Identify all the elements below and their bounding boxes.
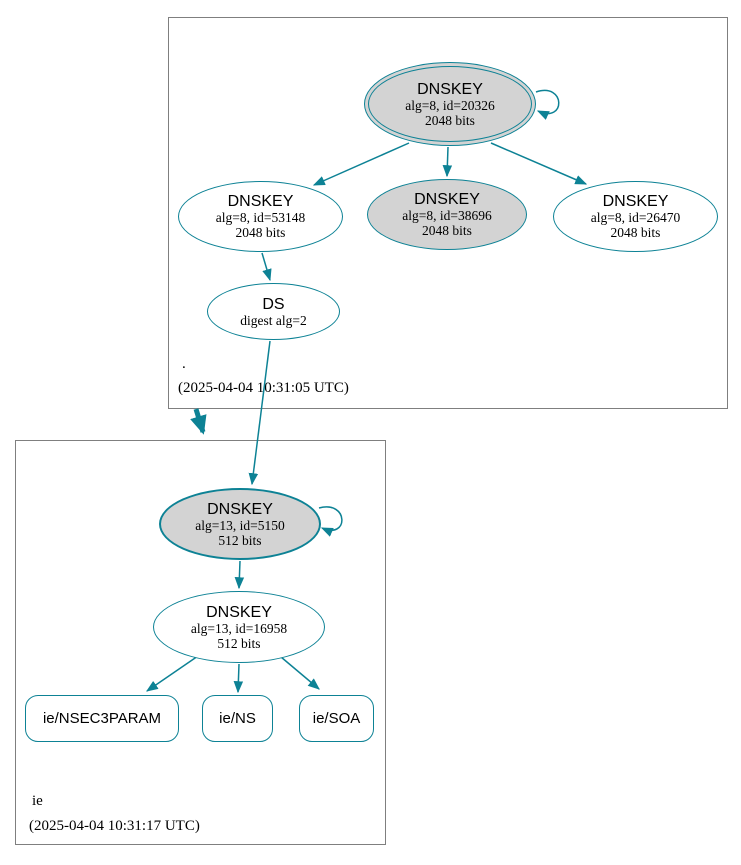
zone-timestamp-ie: (2025-04-04 10:31:17 UTC): [29, 818, 200, 834]
dnskey-16958-bits: 512 bits: [217, 635, 261, 651]
rrset-ie-soa[interactable]: ie/SOA: [299, 695, 374, 742]
rrset-ie-nsec3param[interactable]: ie/NSEC3PARAM: [25, 695, 179, 742]
dnskey-5150-title: DNSKEY: [207, 500, 273, 518]
zone-box-root: [168, 17, 728, 409]
ds-title: DS: [262, 295, 285, 313]
dnskey-20326-alg: alg=8, id=20326: [405, 97, 495, 113]
dnskey-node-20326[interactable]: DNSKEY alg=8, id=20326 2048 bits: [364, 62, 536, 146]
zone-timestamp-root: (2025-04-04 10:31:05 UTC): [178, 380, 349, 396]
dnskey-16958-title: DNSKEY: [206, 603, 272, 621]
zone-box-ie: [15, 440, 386, 845]
rrset-ie-ns[interactable]: ie/NS: [202, 695, 273, 742]
zone-name-ie: ie: [32, 793, 43, 809]
dnskey-20326-bits: 2048 bits: [425, 112, 475, 128]
dnskey-38696-alg: alg=8, id=38696: [402, 208, 492, 223]
rrset-ie-ns-label: ie/NS: [219, 710, 256, 727]
dnskey-20326-title: DNSKEY: [417, 80, 483, 98]
dnskey-5150-alg: alg=13, id=5150: [195, 517, 285, 533]
dnskey-node-53148[interactable]: DNSKEY alg=8, id=53148 2048 bits: [178, 181, 343, 252]
dnskey-53148-bits: 2048 bits: [235, 225, 286, 240]
dnskey-38696-bits: 2048 bits: [422, 223, 472, 238]
dnskey-38696-title: DNSKEY: [414, 191, 480, 208]
dnskey-node-26470[interactable]: DNSKEY alg=8, id=26470 2048 bits: [553, 181, 718, 252]
dnskey-26470-bits: 2048 bits: [610, 225, 661, 240]
dnskey-node-5150[interactable]: DNSKEY alg=13, id=5150 512 bits: [159, 488, 321, 560]
dnskey-16958-alg: alg=13, id=16958: [190, 620, 288, 636]
dnskey-node-16958[interactable]: DNSKEY alg=13, id=16958 512 bits: [153, 591, 325, 663]
dnskey-53148-title: DNSKEY: [227, 193, 294, 210]
dnskey-26470-title: DNSKEY: [602, 193, 669, 210]
zone-name-root: .: [182, 356, 186, 372]
ds-node[interactable]: DS digest alg=2: [207, 283, 340, 340]
dnskey-26470-alg: alg=8, id=26470: [590, 210, 681, 225]
ds-digest: digest alg=2: [240, 312, 307, 328]
dnskey-node-38696[interactable]: DNSKEY alg=8, id=38696 2048 bits: [367, 179, 527, 250]
dnskey-5150-bits: 512 bits: [218, 532, 262, 548]
delegation-arrow-root-to-ie: [190, 408, 207, 435]
rrset-ie-soa-label: ie/SOA: [312, 710, 361, 727]
dnskey-53148-alg: alg=8, id=53148: [215, 210, 306, 225]
rrset-ie-nsec3param-label: ie/NSEC3PARAM: [42, 710, 162, 727]
